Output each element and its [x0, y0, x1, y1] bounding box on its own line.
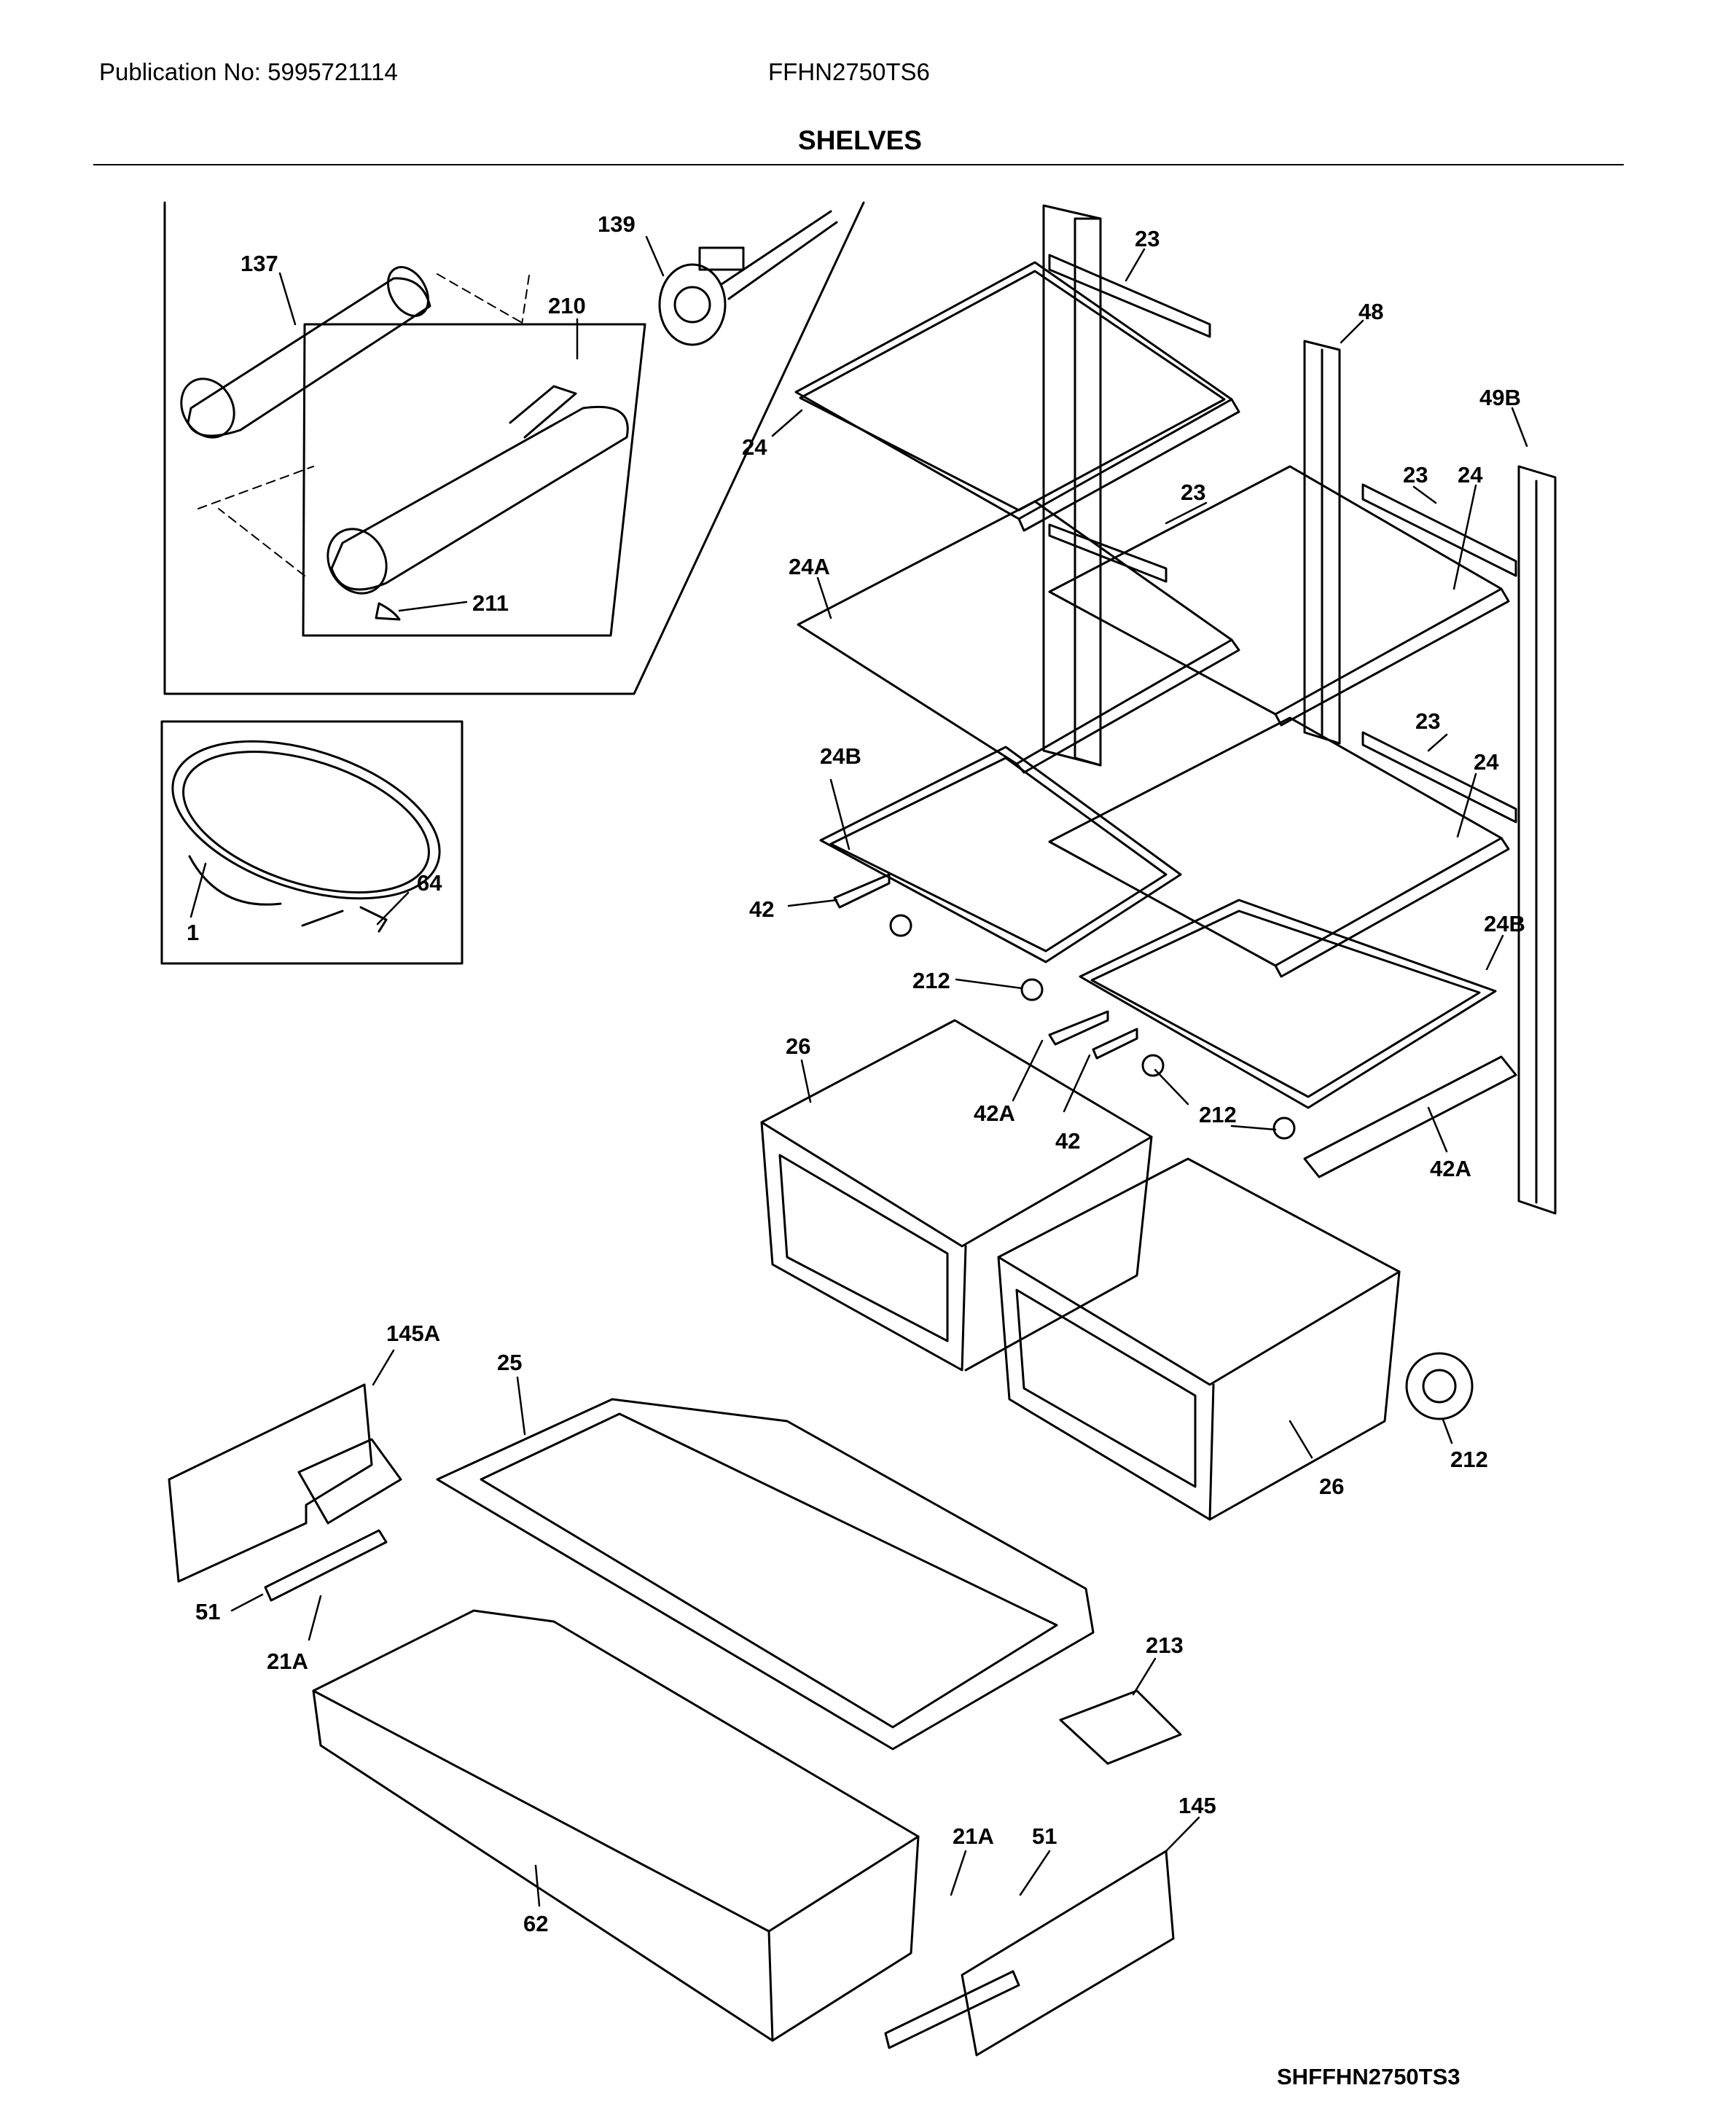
callout-64: 64	[417, 870, 442, 896]
callout-51: 51	[195, 1599, 220, 1624]
callout-26: 26	[786, 1033, 810, 1059]
callout-212: 212	[1199, 1102, 1237, 1127]
callout-42: 42	[749, 896, 774, 922]
filter-head	[658, 210, 838, 346]
callout-51: 51	[1032, 1823, 1057, 1849]
roller-detail	[1405, 1352, 1474, 1420]
glass-shelf-right-upper	[1048, 465, 1510, 727]
callout-139: 139	[598, 211, 636, 237]
slide-bracket	[1303, 1055, 1517, 1178]
crisper-drawer-right	[997, 1157, 1401, 1521]
callout-24: 24	[742, 434, 767, 460]
glass-shelf-upper-left	[794, 261, 1240, 532]
slide-bracket	[1048, 1010, 1109, 1046]
roller	[1020, 978, 1044, 1001]
roller	[1272, 1116, 1296, 1140]
shelf-trim-strip	[1048, 523, 1168, 583]
water-filter-cartridge	[180, 266, 431, 439]
callout-49b: 49B	[1479, 385, 1521, 410]
clip-213	[1059, 1689, 1182, 1765]
water-tube-inset	[160, 720, 464, 965]
callout-137: 137	[241, 251, 278, 276]
callout-labels: 137 139 210 211 1 64 23 48 49B 24 23 23 …	[187, 211, 1525, 1936]
callout-212: 212	[1450, 1447, 1488, 1472]
drawer-mount-right	[961, 1850, 1175, 2057]
callout-24: 24	[1474, 749, 1499, 775]
callout-211: 211	[472, 590, 509, 616]
shelf-trim-strip	[1361, 483, 1517, 577]
filter-clip	[375, 602, 401, 621]
callout-213: 213	[1146, 1632, 1184, 1658]
callout-145a: 145A	[386, 1321, 440, 1346]
shelf-trim-strip	[1048, 254, 1211, 338]
callout-23: 23	[1135, 226, 1160, 251]
page-title: SHELVES	[798, 125, 922, 155]
crisper-drawer-left	[760, 1019, 1153, 1372]
callout-48: 48	[1358, 299, 1383, 324]
callout-62: 62	[523, 1911, 548, 1936]
callout-26: 26	[1319, 1474, 1344, 1499]
callout-24: 24	[1458, 462, 1483, 488]
slide-bracket	[1092, 1028, 1138, 1060]
callout-212: 212	[912, 968, 950, 993]
drawer-mount-left	[168, 1383, 402, 1583]
framed-shelf-left	[819, 746, 1182, 963]
callout-24a: 24A	[789, 554, 830, 579]
slide-rail-right	[884, 1970, 1020, 2049]
shelf-trim-strip	[1361, 731, 1517, 824]
callout-1: 1	[187, 920, 199, 945]
framed-shelf-right	[1079, 899, 1497, 1109]
callout-25: 25	[497, 1350, 522, 1375]
deli-drawer	[312, 1609, 920, 2042]
deli-drawer-cover	[436, 1398, 1095, 1751]
diagram-code: SHFFHN2750TS3	[1277, 2064, 1461, 2089]
callout-21a: 21A	[267, 1648, 308, 1674]
callout-23: 23	[1403, 462, 1428, 488]
shelf-rail-center	[1303, 340, 1341, 745]
roller-detail-hub	[1422, 1369, 1457, 1404]
slide-bracket	[833, 873, 891, 909]
title-rule	[93, 164, 1624, 165]
callout-145: 145	[1178, 1793, 1216, 1818]
slide-rail-left	[264, 1529, 388, 1602]
callout-42a: 42A	[1430, 1156, 1471, 1181]
filter-cover	[327, 385, 629, 595]
water-filter-inset	[163, 201, 865, 695]
roller	[1141, 1054, 1165, 1077]
roller	[889, 914, 912, 937]
publication-number: Publication No: 5995721114	[99, 58, 398, 85]
callout-42: 42	[1055, 1128, 1080, 1154]
callout-24b: 24B	[1484, 911, 1525, 936]
callout-42a: 42A	[974, 1100, 1015, 1126]
leader-lines	[189, 235, 1528, 1907]
callout-210: 210	[548, 293, 586, 318]
glass-shelf-right-lower	[1048, 716, 1510, 978]
glass-shelf-mid-left	[797, 500, 1240, 774]
model-number: FFHN2750TS6	[768, 58, 930, 85]
callout-23: 23	[1415, 708, 1440, 734]
water-tube-coil	[171, 740, 441, 933]
callout-21a: 21A	[953, 1823, 994, 1849]
shelf-rail-right	[1517, 465, 1557, 1215]
callout-24b: 24B	[820, 743, 861, 769]
callout-23: 23	[1181, 480, 1205, 505]
